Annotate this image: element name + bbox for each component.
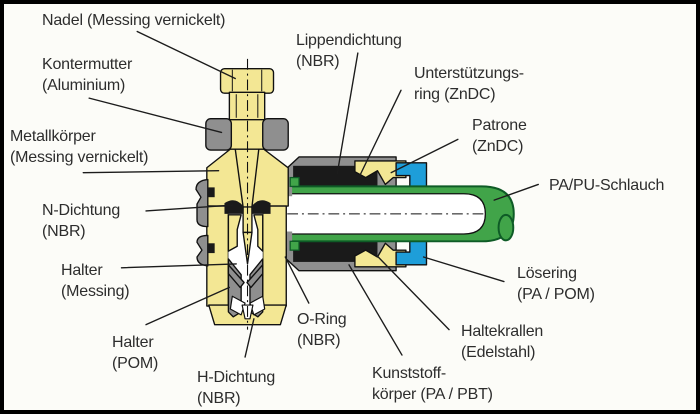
- n-seal-left: [224, 200, 244, 214]
- label-halter-messing: Halter (Messing): [61, 261, 130, 302]
- bore-outline: [292, 193, 486, 235]
- label-haltekrallen: Haltekrallen (Edelstahl): [461, 322, 543, 363]
- label-text: (Edelstahl): [461, 343, 536, 361]
- flange-lower: [196, 234, 209, 267]
- gray-nut-flange: [195, 118, 289, 267]
- tube-end-opening: [497, 213, 515, 242]
- notch-upper: [207, 187, 215, 198]
- leader-kunststoffkoerper: [348, 264, 403, 356]
- centerlines: [246, 58, 484, 330]
- label-kontermutter: Kontermutter (Aluminium): [42, 55, 132, 96]
- label-text: (PA / POM): [517, 285, 595, 303]
- label-text: Kontermutter: [42, 56, 133, 73]
- leader-lines: [82, 30, 539, 358]
- label-text: (POM): [112, 354, 159, 372]
- h-seal: [229, 295, 266, 320]
- leader-patrone: [390, 138, 459, 174]
- label-n-dichtung: N-Dichtung (NBR): [42, 201, 120, 242]
- notch-lower: [207, 243, 215, 254]
- leader-n-dichtung: [145, 204, 234, 212]
- label-h-dichtung: H-Dichtung (NBR): [197, 368, 275, 409]
- label-text: (NBR): [197, 389, 241, 407]
- label-text: Unterstützungs-: [414, 65, 524, 82]
- label-text: Haltekrallen: [461, 323, 544, 340]
- label-pa-pu-schlauch: PA/PU-Schlauch: [549, 176, 664, 197]
- label-nadel: Nadel (Messing vernickelt): [42, 11, 226, 32]
- leader-metallkoerper: [82, 170, 220, 174]
- label-text: Halter: [112, 334, 154, 351]
- loesering-top: [395, 162, 428, 188]
- n-seal: [224, 200, 271, 214]
- label-text: PA/PU-Schlauch: [549, 177, 665, 194]
- seat-left: [227, 214, 242, 252]
- label-text: Metallkörper: [10, 128, 96, 145]
- locknut-left: [205, 118, 233, 151]
- leader-pa-pu-schlauch: [493, 183, 539, 201]
- label-text: Nadel (Messing vernickelt): [42, 12, 226, 29]
- label-text: H-Dichtung: [197, 369, 276, 386]
- loesering-bottom: [395, 240, 428, 266]
- facet-lines: [231, 69, 263, 118]
- holder-spike-left: [227, 264, 245, 289]
- label-text: (Messing vernickelt): [10, 148, 149, 166]
- label-text: (ZnDC): [472, 137, 524, 155]
- label-kunststoffkoerper: Kunststoff- körper (PA / PBT): [372, 364, 493, 405]
- label-text: (Messing): [61, 282, 130, 300]
- seat-right: [253, 214, 264, 252]
- leader-o-ring: [284, 256, 310, 304]
- label-o-ring: O-Ring (NBR): [297, 310, 347, 351]
- leader-halter-messing: [120, 263, 237, 269]
- label-text: Kunststoff-: [372, 365, 446, 382]
- label-text: (Aluminium): [42, 76, 126, 94]
- label-text: (NBR): [42, 222, 86, 240]
- holder-spike-right: [246, 264, 264, 289]
- fitting-cutaway-drawing: [82, 30, 539, 358]
- n-seal-right: [251, 200, 271, 214]
- leader-kontermutter: [88, 97, 223, 134]
- leader-unterstuetzungsring: [359, 89, 402, 177]
- leader-halter-pom: [145, 286, 231, 326]
- h-seal-right: [249, 295, 266, 316]
- label-text: Halter: [61, 262, 103, 279]
- label-text: N-Dichtung: [42, 202, 121, 219]
- label-text: O-Ring: [297, 311, 347, 328]
- thread-notches: [207, 187, 215, 254]
- label-text: Lippendichtung: [296, 32, 402, 49]
- label-text: Patrone: [472, 117, 527, 134]
- label-text: (NBR): [297, 331, 341, 349]
- leader-loesering: [422, 256, 505, 283]
- body-leg-left: [206, 205, 230, 307]
- leader-nadel: [136, 30, 236, 80]
- label-text: Lösering: [517, 265, 577, 282]
- locknut-right: [262, 118, 289, 151]
- label-text: (NBR): [296, 52, 340, 70]
- label-metallkoerper: Metallkörper (Messing vernickelt): [10, 127, 148, 168]
- label-patrone: Patrone (ZnDC): [472, 116, 527, 157]
- label-halter-pom: Halter (POM): [112, 333, 158, 374]
- bore-fill: [292, 193, 486, 234]
- tube-end-bump-bottom: [289, 240, 300, 251]
- label-text: ring (ZnDC): [414, 85, 496, 103]
- tube-end-bump-top: [289, 176, 300, 188]
- label-loesering: Lösering (PA / POM): [517, 264, 595, 305]
- leader-haltekrallen: [369, 248, 450, 331]
- label-unterstuetzungsring: Unterstützungs- ring (ZnDC): [414, 64, 524, 105]
- leader-lippendichtung: [336, 52, 359, 175]
- body-leg-right: [262, 205, 287, 307]
- label-lippendichtung: Lippendichtung (NBR): [296, 31, 402, 72]
- h-seal-left: [229, 295, 246, 316]
- flange-upper: [195, 178, 209, 228]
- label-text: körper (PA / PBT): [372, 385, 493, 403]
- leader-h-dichtung: [244, 318, 255, 358]
